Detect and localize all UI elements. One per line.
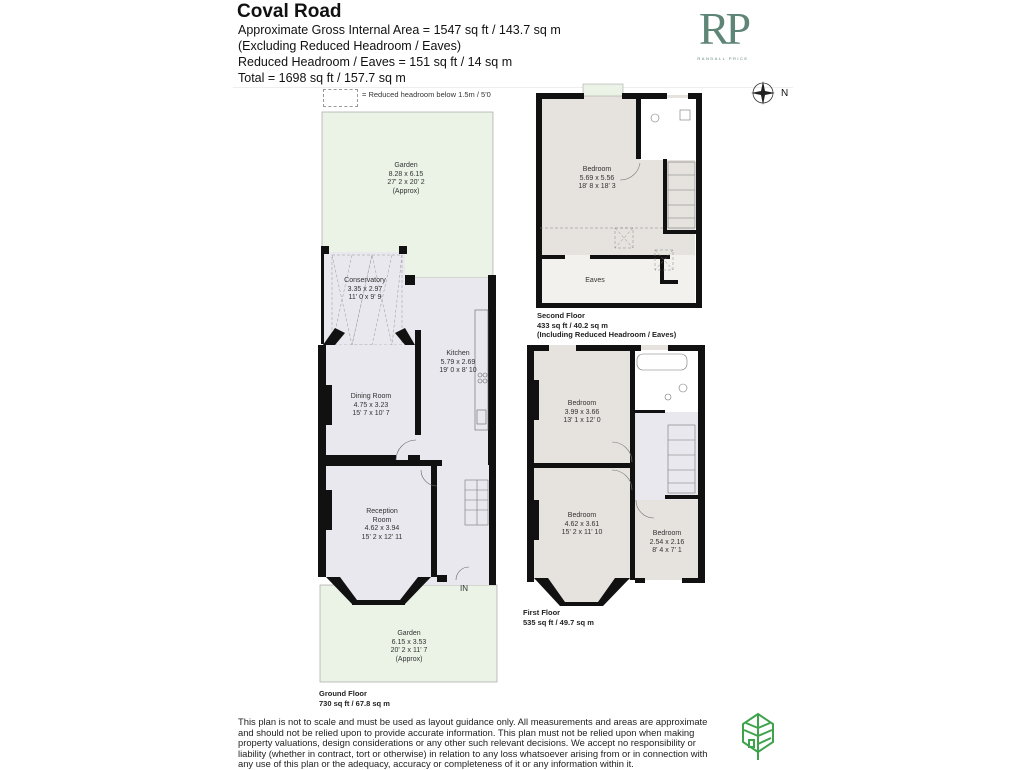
first-floor-fixtures: [611, 353, 696, 519]
front-bedroom-label: Bedroom 4.62 x 3.61 15' 2 x 11' 10: [562, 512, 603, 538]
small-bedroom-label: Bedroom 2.54 x 2.16 8' 4 x 7' 1: [650, 530, 685, 556]
room-name: Bedroom: [567, 400, 597, 407]
ground-floor-walls: [318, 246, 496, 605]
room-metric: 3.99 x 3.66: [564, 408, 600, 416]
first-floor-caption: First Floor 535 sq ft / 49.7 sq m: [523, 608, 594, 627]
room-imperial: 20' 2 x 11' 7: [390, 647, 428, 654]
room-imperial: 13' 1 x 12' 0: [563, 417, 601, 424]
entrance-label: IN: [460, 584, 468, 593]
room-name: Conservatory: [344, 277, 386, 284]
room-metric: 4.62 x 3.94: [364, 525, 400, 532]
second-floor-bathroom: [640, 98, 695, 160]
room-name: Bedroom: [582, 166, 612, 173]
compass-rose-icon: [751, 81, 775, 105]
room-metric: 2.54 x 2.16: [649, 538, 685, 546]
balcony: [582, 83, 624, 97]
randall-price-logo: RP RANDALL PRICE: [688, 6, 758, 68]
room-name-2: Room: [372, 516, 392, 524]
room-name: Garden: [394, 162, 418, 169]
floor-name: Ground Floor: [319, 689, 367, 698]
reception-room-label: Reception Room 4.62 x 3.94 15' 2 x 12' 1…: [362, 508, 403, 542]
total-area: Total = 1698 sq ft / 157.7 sq m: [238, 71, 406, 85]
landing: [636, 412, 698, 500]
room-name: Reception: [366, 508, 398, 515]
second-floor-stairs: [619, 109, 696, 229]
front-garden-label: Garden 6.15 x 3.53 20' 2 x 11' 7 (Approx…: [391, 630, 428, 664]
room-metric: 8.28 x 6.15: [388, 170, 424, 178]
room-imperial: 19' 0 x 8' 10: [439, 367, 477, 374]
logo-name: RANDALL PRICE: [697, 56, 749, 61]
conservatory-label: Conservatory 3.35 x 2.97 11' 0 x 9' 9: [344, 277, 386, 303]
reception-room: [320, 465, 437, 600]
room-name: Dining Room: [350, 393, 392, 400]
floor-note: (Including Reduced Headroom / Eaves): [537, 330, 677, 339]
disclaimer-text: This plan is not to scale and must be us…: [238, 716, 708, 770]
eaves-label: Eaves: [585, 277, 605, 284]
first-floor-walls: [527, 345, 705, 606]
room-name: Bedroom: [652, 530, 682, 537]
header-divider: [233, 87, 793, 88]
second-floor-bedroom-label: Bedroom 5.69 x 5.56 18' 8 x 18' 3: [578, 166, 615, 192]
logo-initials: RP: [698, 3, 751, 54]
second-floor-caption: Second Floor 433 sq ft / 40.2 sq m (Incl…: [537, 311, 676, 340]
room-name: Kitchen: [446, 350, 470, 357]
rear-garden-label: Garden 8.28 x 6.15 27' 2 x 20' 2 (Approx…: [387, 162, 424, 196]
room-imperial: 18' 8 x 18' 3: [578, 183, 616, 190]
gross-area: Approximate Gross Internal Area = 1547 s…: [238, 23, 561, 37]
rear-bedroom-label: Bedroom 3.99 x 3.66 13' 1 x 12' 0: [563, 400, 600, 426]
second-floor-skylights: [540, 227, 674, 271]
compass: N: [750, 80, 790, 106]
room-imperial: 27' 2 x 20' 2: [387, 179, 425, 186]
page-title: Coval Road: [237, 1, 342, 22]
room-imperial: 11' 0 x 9' 9: [348, 294, 382, 301]
eaves-area: Reduced Headroom / Eaves = 151 sq ft / 1…: [238, 55, 513, 69]
first-floor-bathroom: [632, 350, 698, 412]
room-name: Bedroom: [567, 512, 597, 519]
dining-room-label: Dining Room 4.75 x 3.23 15' 7 x 10' 7: [351, 393, 391, 419]
room-imperial: 15' 2 x 11' 10: [561, 529, 603, 536]
leaf-house-logo-icon: [742, 712, 774, 760]
floor-area: 433 sq ft / 40.2 sq m: [537, 320, 608, 330]
room-imperial: 15' 2 x 12' 11: [361, 533, 403, 541]
room-metric: 4.62 x 3.61: [564, 520, 600, 528]
room-metric: 5.69 x 5.56: [579, 174, 615, 182]
room-note: (Approx): [395, 655, 423, 663]
kitchen-label: Kitchen 5.79 x 2.69 19' 0 x 8' 10: [439, 350, 476, 376]
rear-garden: [321, 111, 494, 279]
compass-north-label: N: [781, 88, 789, 99]
room-name: Garden: [397, 630, 421, 637]
second-floor-walls: [536, 93, 702, 308]
room-metric: 5.79 x 2.69: [440, 358, 476, 366]
ground-floor-stairs: [464, 479, 489, 526]
floor-area: 535 sq ft / 49.7 sq m: [523, 617, 594, 627]
floor-area: 730 sq ft / 67.8 sq m: [319, 698, 390, 708]
room-metric: 6.15 x 3.53: [391, 638, 427, 646]
legend-text: = Reduced headroom below 1.5m / 5'0: [362, 90, 491, 99]
room-metric: 3.35 x 2.97: [347, 285, 383, 293]
room-imperial: 15' 7 x 10' 7: [352, 410, 390, 417]
kitchen-units: [395, 309, 489, 581]
ground-floor-caption: Ground Floor 730 sq ft / 67.8 sq m: [319, 689, 390, 708]
reduced-headroom-legend-box: [323, 89, 358, 107]
room-note: (Approx): [392, 187, 420, 195]
front-bedroom: [530, 470, 632, 602]
room-imperial: 8' 4 x 7' 1: [652, 547, 682, 554]
floor-name: Second Floor: [537, 311, 585, 320]
room-metric: 4.75 x 3.23: [353, 401, 389, 409]
exclusion-note: (Excluding Reduced Headroom / Eaves): [238, 39, 462, 53]
floor-name: First Floor: [523, 608, 561, 617]
dining-room: [320, 345, 420, 460]
